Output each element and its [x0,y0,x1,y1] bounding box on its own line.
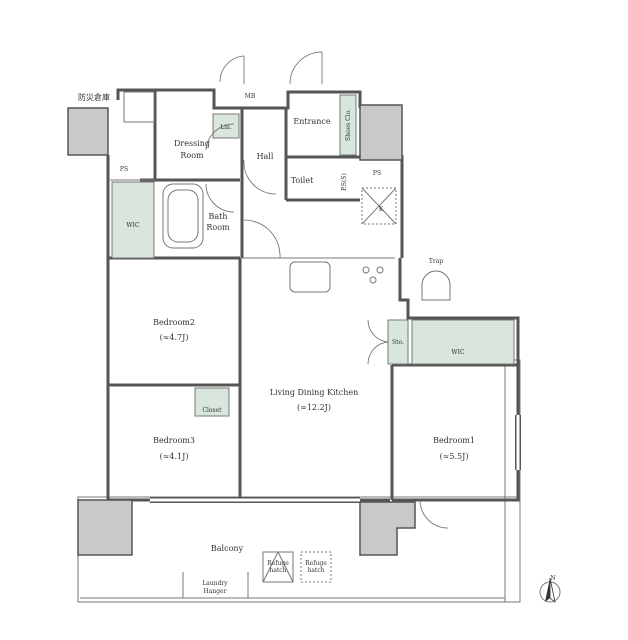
label-dressing-room-2: Room [180,151,204,160]
label-refuge-hatch-b: Refuge [305,560,327,567]
label-laundry-hanger: Laundry [202,580,228,587]
label-refuge-hatch-b2: hatch [307,567,324,574]
label-trap: Trap [429,258,443,265]
label-linen: Lin. [220,124,232,131]
label-shoes-closet: Shoes Clo. [345,109,352,141]
stove-icon [362,266,370,274]
label-bath-room-2: Room [206,223,230,232]
column [67,107,109,156]
label-bedroom2-size: (≈4.7J) [160,333,189,342]
label-ps-right: PS [373,170,381,177]
closet-area [194,387,230,417]
refuge-hatch-icon-2 [300,551,332,583]
column [359,104,403,161]
k-hatch [361,187,397,225]
label-bedroom1-size: (≈5.5J) [440,452,469,461]
label-laundry-hanger-2: Hanger [204,588,227,595]
shoes-closet-area [339,94,357,156]
sink-icon [289,261,331,293]
label-wic-left: WIC [126,222,140,229]
bathtub-icon [162,183,204,249]
door-swing [243,219,281,259]
wic-right-area [411,319,515,365]
label-ps-s: P.S(S) [341,173,348,191]
label-refuge-hatch: Refuge [267,560,289,567]
label-sto: Sto. [392,339,404,346]
label-k: K [379,206,384,213]
washer-icon [123,91,155,123]
label-bedroom3: Bedroom3 [153,436,195,445]
label-bedroom2: Bedroom2 [153,318,195,327]
north-arrow-icon [539,577,561,604]
label-closet: Closet [202,407,222,414]
label-storage: 防災倉庫 [78,92,110,102]
label-bath-room: Bath [208,212,227,221]
label-bedroom1: Bedroom1 [433,436,475,445]
label-toilet: Toilet [291,176,314,185]
label-hall: Hall [257,152,274,161]
linen-area [212,113,240,139]
column [77,499,133,556]
label-balcony: Balcony [211,544,244,553]
label-bedroom3-size: (≈4.1J) [160,452,189,461]
label-dressing-room: Dressing [174,139,210,148]
label-ldk-size: (≈12.2J) [297,403,331,412]
label-entrance: Entrance [293,117,330,126]
trap-icon [421,270,451,301]
wic-left-area [111,181,155,259]
label-north: N [550,575,555,582]
label-mb: MB [245,93,256,100]
label-ps-left: PS [120,166,128,173]
label-refuge-hatch-2: hatch [269,567,286,574]
label-ldk: Living Dining Kitchen [270,388,359,397]
label-wic-right: WIC [451,349,465,356]
column [359,501,416,556]
